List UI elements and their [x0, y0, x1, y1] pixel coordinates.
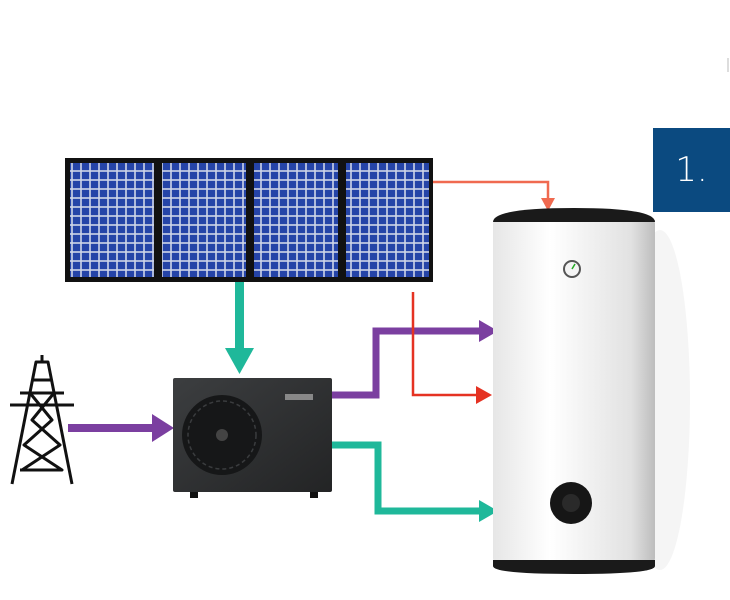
- edge-mark: [727, 58, 729, 72]
- power-tower-icon: [10, 355, 74, 485]
- heatpump-to-tank-teal-arrow: [332, 441, 498, 522]
- heat-to-tank-red-arrow: [411, 292, 492, 404]
- grid-to-heatpump-arrow: [68, 414, 174, 442]
- heat-pump-icon: [173, 378, 332, 498]
- heatpump-to-tank-purple-arrow: [332, 320, 498, 399]
- step-number-badge: 1.: [653, 128, 730, 212]
- solar-to-tank-arrow: [433, 180, 555, 211]
- solar-to-heatpump-arrow: [225, 282, 254, 374]
- water-tank-icon: [493, 208, 690, 574]
- solar-panel-icon: [65, 158, 433, 282]
